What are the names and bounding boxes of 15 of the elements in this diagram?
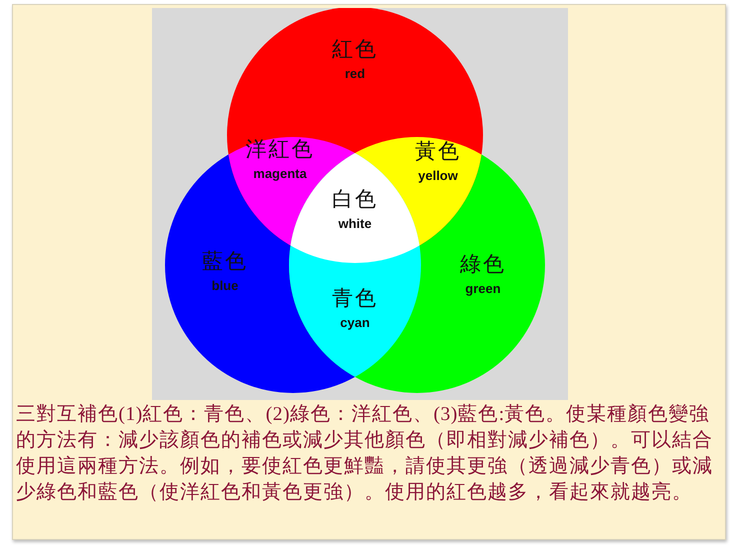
region-sublabel: white (337, 215, 373, 233)
region-label: 藍色 (201, 248, 249, 274)
region-label: 黃色 (414, 138, 462, 164)
caption: 三對互補色(1)紅色：青色、(2)綠色：洋紅色、(3)藍色:黃色。使某種顏色變強的方法有：減少該顏色的補色或減少其他顏色（即相對減少補色）。可以結合使用這兩種方法。例如，要使紅色更鮮豔，請使其更強（透過減少青色）或減少綠色和藍色（使洋紅色和黃色更強）。使用的紅色越多，看起來就越亮。 (16, 402, 714, 505)
region-sublabel: blue (210, 277, 240, 295)
region-label: 白色 (331, 186, 379, 212)
region-sublabel: red (344, 65, 366, 83)
region-sublabel: cyan (339, 314, 371, 332)
region-label: 洋紅色 (244, 136, 316, 162)
region-label: 青色 (331, 285, 379, 311)
region-sublabel: yellow (417, 167, 459, 185)
region-label: 綠色 (459, 251, 507, 277)
region-sublabel: green (464, 280, 502, 298)
region-label: 紅色 (331, 36, 379, 62)
region-sublabel: magenta (252, 165, 308, 183)
